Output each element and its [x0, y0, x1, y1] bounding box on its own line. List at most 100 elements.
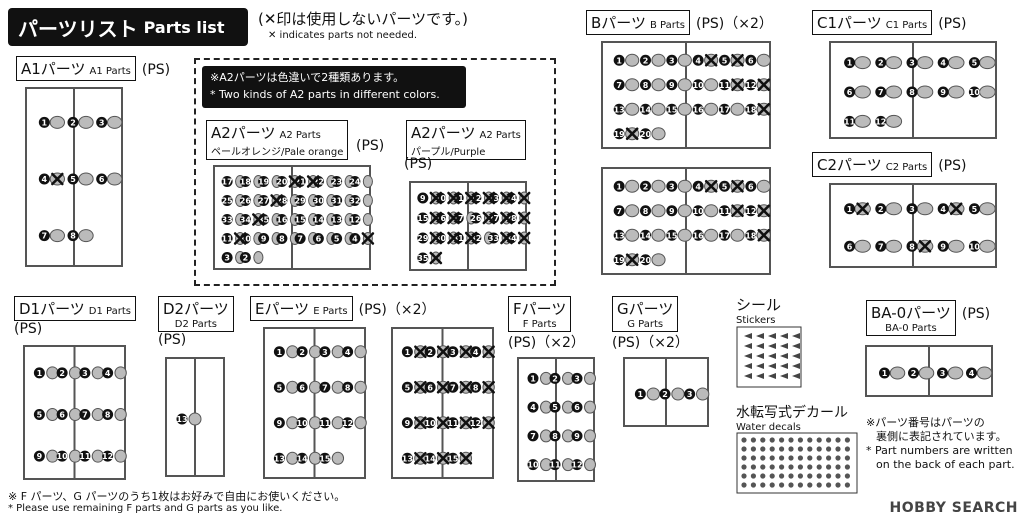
part-3: 3 [906, 56, 934, 70]
decal-piece [844, 464, 850, 470]
decal-piece [835, 446, 841, 452]
decal-jp: 水転写式デカール [736, 405, 848, 421]
svg-text:16: 16 [693, 231, 705, 240]
b-en: B Parts [650, 20, 685, 31]
part-1: 1 [844, 56, 871, 70]
part-3: 3 [684, 387, 710, 401]
part-6: 6 [745, 53, 771, 67]
unused-mark [482, 211, 496, 225]
d1-jp: D1パーツ [19, 300, 85, 318]
decal-piece [769, 464, 775, 470]
svg-text:31: 31 [331, 197, 343, 206]
f-ps: (PS)（×2） [508, 335, 585, 351]
part-8: 8 [549, 429, 574, 443]
part-13: 13 [614, 102, 640, 116]
ba0-ps: (PS) [961, 306, 991, 322]
sticker-piece [780, 373, 788, 379]
svg-text:6: 6 [427, 383, 433, 392]
svg-text:7: 7 [42, 232, 48, 241]
part-2: 2 [659, 387, 685, 401]
svg-text:13: 13 [331, 216, 342, 225]
part-16: 16 [693, 228, 719, 242]
svg-text:6: 6 [574, 403, 580, 412]
svg-text:32: 32 [470, 234, 481, 243]
part-3: 3 [319, 345, 345, 359]
svg-text:1: 1 [882, 369, 888, 378]
part-9: 9 [937, 239, 965, 253]
svg-text:8: 8 [643, 207, 649, 216]
part-6: 6 [745, 179, 771, 193]
decal-piece [769, 446, 775, 452]
part-5: 5 [401, 380, 427, 394]
svg-text:14: 14 [506, 194, 518, 203]
a2-note-en: * Two kinds of A2 parts in different col… [210, 88, 440, 101]
unused-mark [414, 380, 427, 394]
svg-text:16: 16 [276, 216, 288, 225]
svg-text:3: 3 [909, 205, 915, 214]
svg-text:25: 25 [222, 197, 234, 206]
svg-text:14: 14 [425, 454, 437, 463]
part-25: 25 [222, 194, 246, 207]
d1-en: D1 Parts [88, 306, 131, 317]
decal-piece [779, 455, 785, 461]
part-3: 3 [666, 179, 692, 193]
svg-text:1: 1 [42, 118, 48, 127]
svg-text:4: 4 [695, 56, 701, 65]
svg-text:12: 12 [102, 452, 113, 461]
svg-text:12: 12 [745, 81, 756, 90]
part-7: 7 [875, 239, 903, 253]
svg-text:11: 11 [453, 194, 465, 203]
decal-piece [750, 464, 756, 470]
ba0-jp: BA-0パーツ [871, 304, 951, 322]
sticker-piece [744, 343, 752, 349]
part-14: 14 [640, 102, 666, 116]
unused-parts-note: (✕印は使用しないパーツです。) [258, 10, 468, 28]
part-3: 3 [96, 115, 123, 129]
svg-text:6: 6 [847, 242, 853, 251]
part-7: 7 [38, 229, 65, 243]
unused-mark [918, 239, 932, 253]
decal-piece [807, 446, 813, 452]
svg-text:33: 33 [488, 234, 499, 243]
unused-mark [414, 451, 427, 465]
part-2: 2 [56, 366, 82, 380]
svg-text:30: 30 [313, 197, 325, 206]
decal-piece [797, 455, 803, 461]
part-13: 13 [614, 228, 640, 242]
decal-piece [797, 464, 803, 470]
decal-label: 水転写式デカール Water decals [736, 402, 848, 433]
svg-text:10: 10 [57, 452, 69, 461]
svg-text:20: 20 [276, 178, 288, 187]
unused-mark [482, 191, 496, 205]
unused-mark [429, 251, 443, 265]
d1-ps: (PS) [14, 321, 43, 337]
svg-text:8: 8 [473, 383, 479, 392]
decal-piece [769, 437, 775, 443]
unused-mark [436, 416, 450, 430]
svg-text:1: 1 [616, 182, 622, 191]
unused-mark [306, 175, 320, 188]
part-2: 2 [908, 366, 935, 380]
svg-text:11: 11 [844, 117, 856, 126]
svg-text:17: 17 [222, 178, 233, 187]
back-note-jp1: ※パーツ番号はパーツの [866, 416, 985, 429]
unused-mark [731, 204, 744, 218]
part-5: 5 [67, 172, 94, 186]
svg-text:19: 19 [614, 256, 626, 265]
decal-piece [760, 464, 766, 470]
part-11: 11 [447, 416, 473, 430]
unused-mark [482, 416, 495, 430]
svg-text:2: 2 [59, 369, 65, 378]
part-7: 7 [527, 429, 552, 443]
svg-text:7: 7 [878, 242, 884, 251]
svg-text:8: 8 [552, 432, 558, 441]
decal-piece [797, 437, 803, 443]
unused-mark [482, 380, 495, 394]
part-1: 1 [33, 366, 59, 380]
